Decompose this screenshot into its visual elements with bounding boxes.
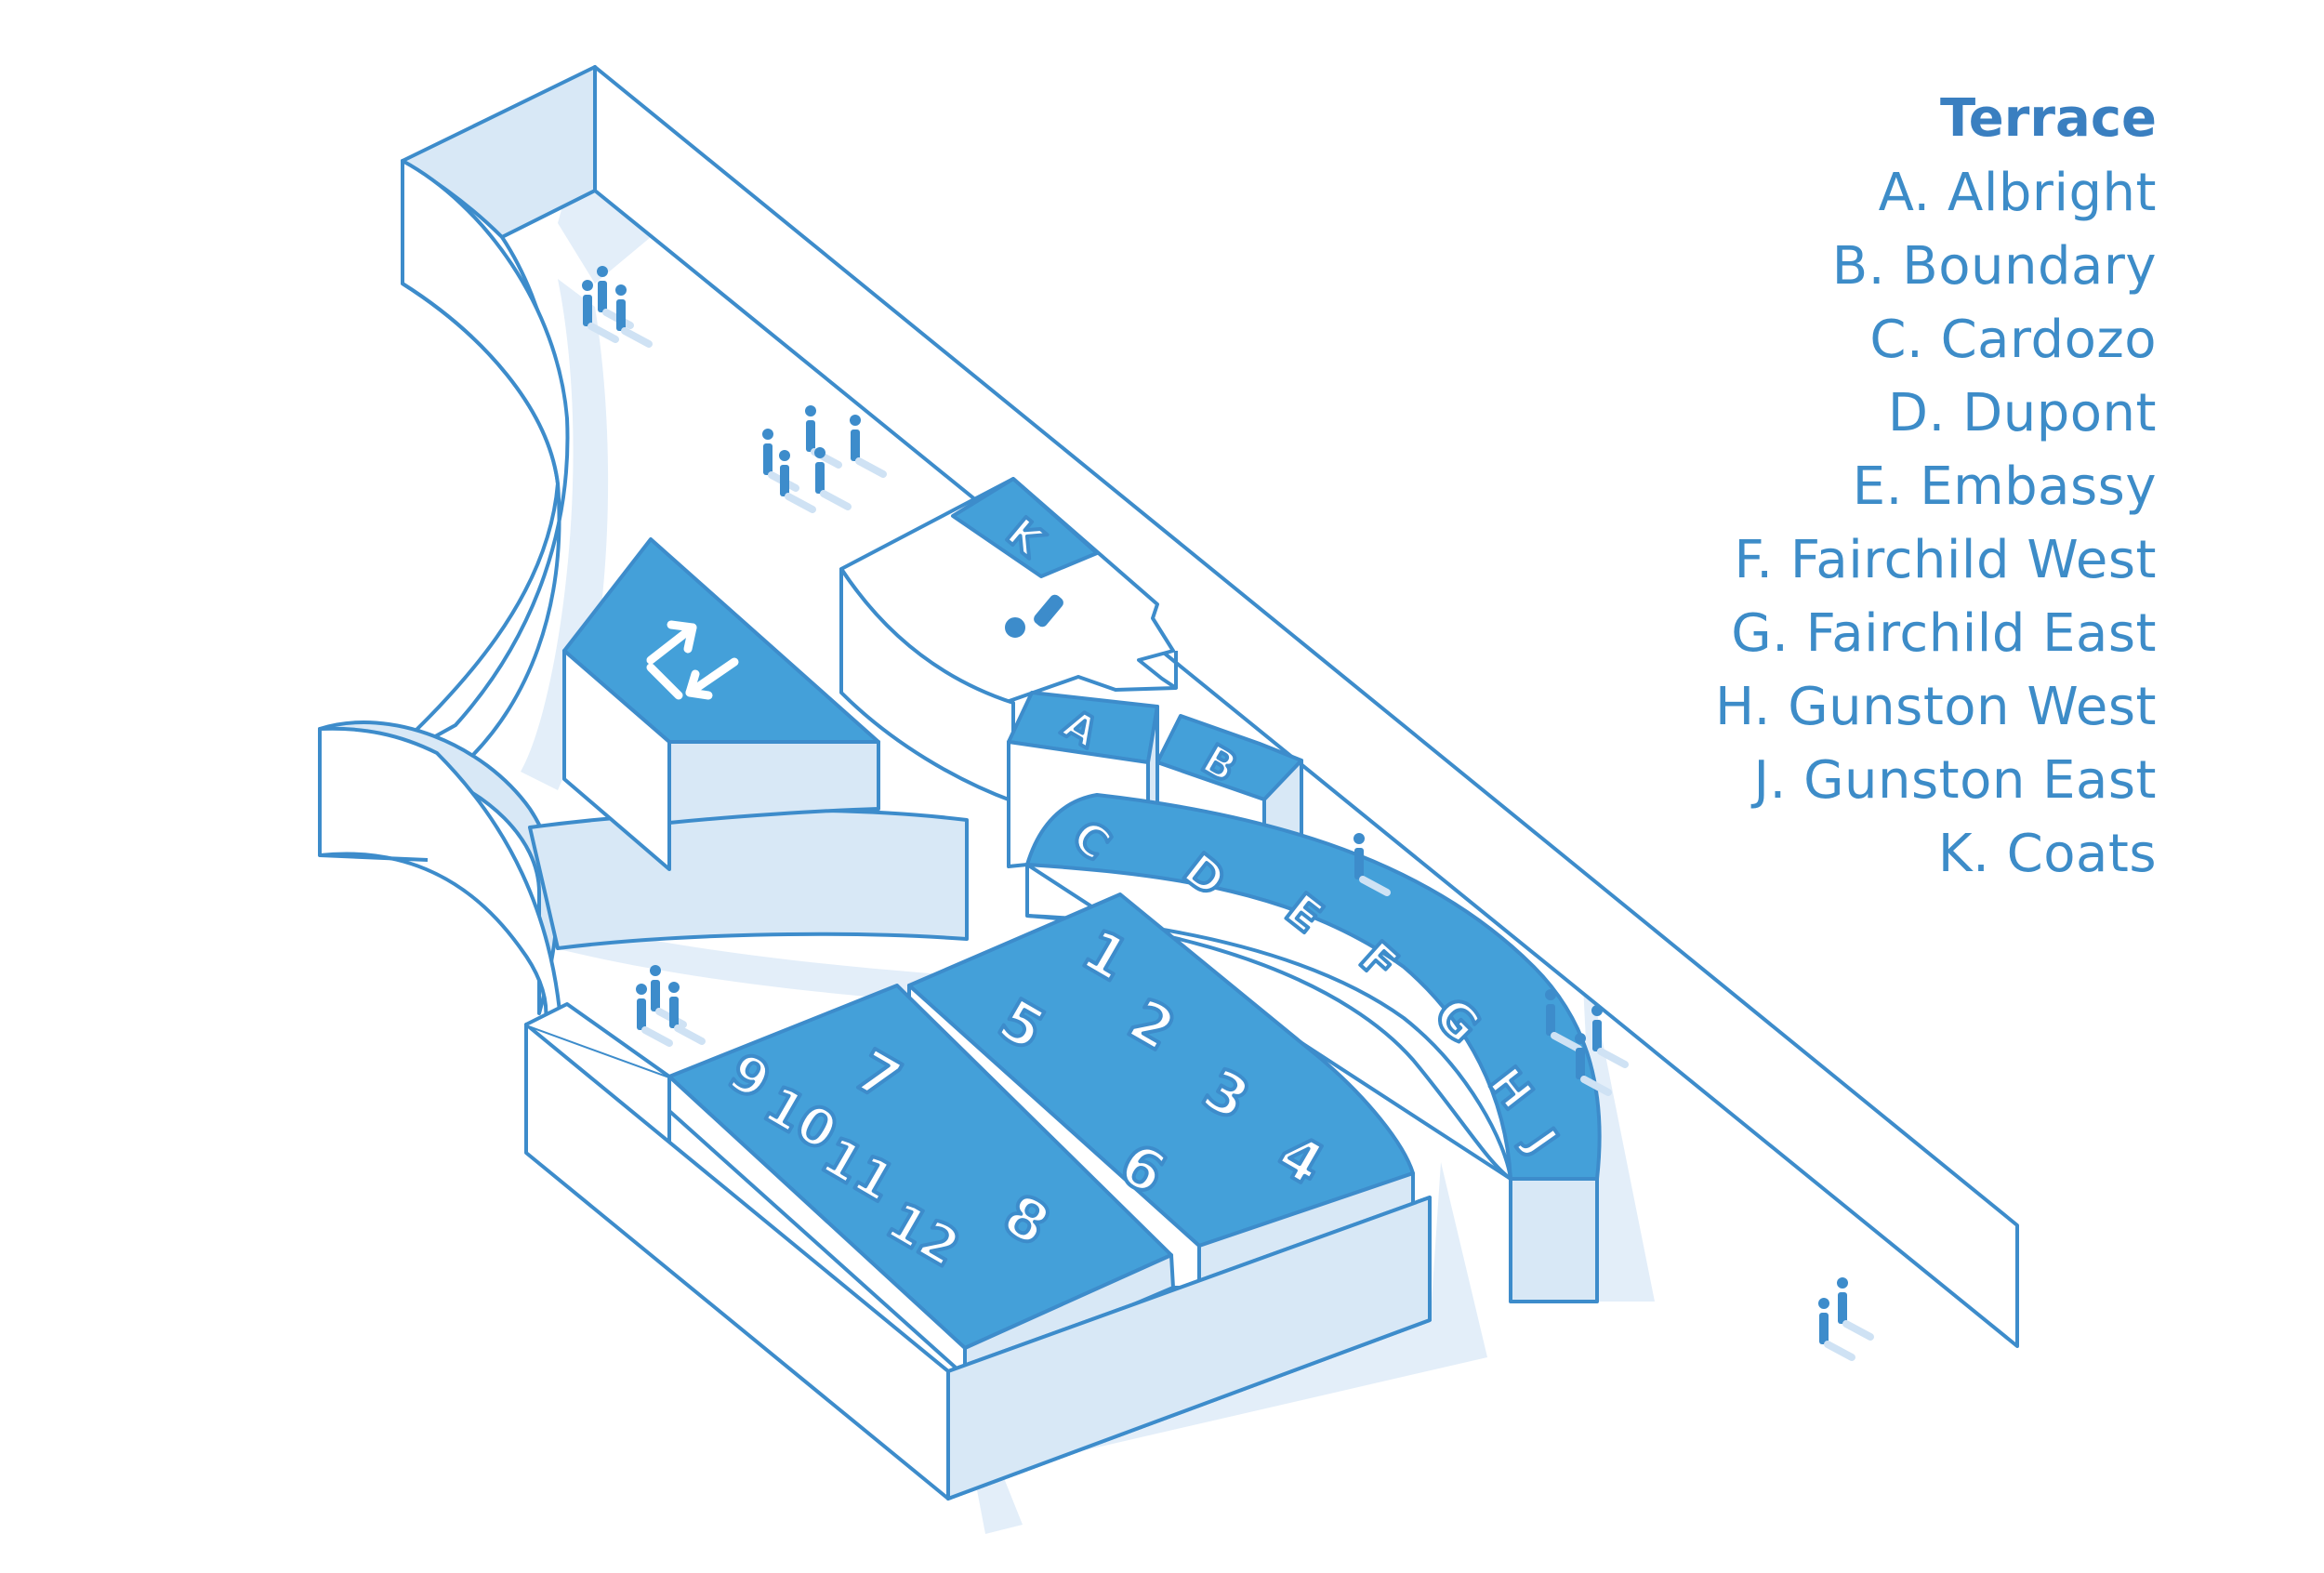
legend-item-coats: K. Coats — [1937, 824, 2157, 884]
person-icon — [779, 450, 812, 509]
legend-item-albright: A. Albright — [1878, 163, 2157, 223]
legend-item-boundary: B. Boundary — [1831, 236, 2157, 297]
elevator-escalator-icon — [646, 620, 739, 700]
legend-item-cardozo: C. Cardozo — [1869, 310, 2157, 370]
legend: Terrace A. Albright B. Boundary C. Cardo… — [1715, 82, 2157, 891]
room-k-coats: K — [839, 477, 1178, 803]
legend-title: Terrace — [1940, 88, 2157, 149]
escalator-block — [562, 537, 880, 871]
legend-item-fairchild-east: G. Fairchild East — [1731, 603, 2157, 664]
bottom-wall — [524, 1002, 1432, 1500]
legend-item-dupont: D. Dupont — [1887, 383, 2157, 443]
person-icon — [762, 429, 796, 488]
person-icon — [668, 982, 702, 1041]
legend-item-embassy: E. Embassy — [1852, 456, 2157, 517]
legend-item-fairchild-west: F. Fairchild West — [1734, 530, 2157, 590]
legend-item-gunston-west: H. Gunston West — [1715, 677, 2157, 737]
info-icon — [1005, 594, 1063, 638]
person-icon — [850, 415, 883, 474]
person-icon — [814, 447, 848, 507]
bridge — [528, 808, 969, 950]
legend-item-gunston-east: J. Gunston East — [1753, 750, 2157, 811]
ballroom-west: 7 8 9 10 11 12 — [667, 984, 1175, 1378]
person-icon — [615, 284, 649, 344]
person-icon — [1837, 1277, 1870, 1337]
